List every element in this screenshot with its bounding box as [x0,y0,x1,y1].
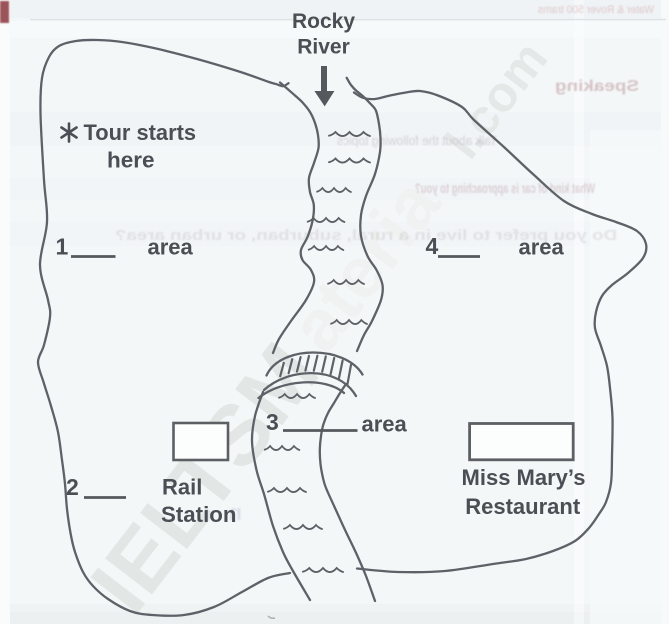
svg-text:here: here [107,148,155,173]
svg-text:Do you prefer to live in a rur: Do you prefer to live in a rural, suburb… [115,228,617,244]
svg-text:Station: Station [161,502,237,527]
svg-text:What kind of car is approachin: What kind of car is approaching to you? [415,181,595,196]
svg-text:River: River [297,36,350,59]
svg-text:area: area [519,235,565,260]
svg-text:n: n [229,500,242,525]
svg-text:Talk about the following topic: Talk about the following topics [337,134,497,148]
svg-text:Rail: Rail [162,475,202,500]
svg-text:Rocky: Rocky [292,10,355,33]
svg-text:Tour starts: Tour starts [84,120,197,145]
svg-text:2: 2 [66,474,79,500]
svg-text:Restaurant: Restaurant [465,494,581,519]
svg-text:Speaking: Speaking [555,78,639,95]
svg-text:area: area [362,412,408,437]
svg-text:Water & Rover 500 trams: Water & Rover 500 trams [538,4,654,16]
svg-text:3: 3 [266,409,279,435]
svg-text:Miss Mary’s: Miss Mary’s [462,465,586,490]
svg-text:area: area [148,235,194,260]
svg-text:4: 4 [426,233,439,259]
svg-text:1: 1 [56,234,69,260]
